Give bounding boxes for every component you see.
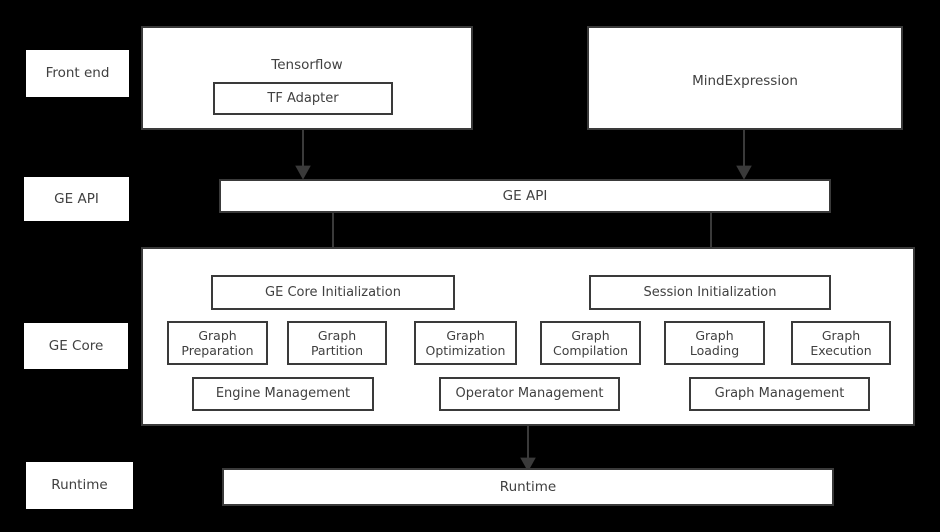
- runtime-bar[interactable]: Runtime: [222, 468, 834, 506]
- tensorflow-title: Tensorflow: [271, 57, 343, 73]
- graph-management-box[interactable]: Graph Management: [689, 377, 870, 411]
- graph-compilation-box[interactable]: Graph Compilation: [540, 321, 641, 365]
- ge-core-initialization-box[interactable]: GE Core Initialization: [211, 275, 455, 310]
- graph-preparation-box[interactable]: Graph Preparation: [167, 321, 268, 365]
- session-initialization-box[interactable]: Session Initialization: [589, 275, 831, 310]
- tensorflow-container: Tensorflow TF Adapter: [141, 26, 473, 130]
- graph-execution-box[interactable]: Graph Execution: [791, 321, 891, 365]
- operator-management-box[interactable]: Operator Management: [439, 377, 620, 411]
- stage-label-ge-api: GE API: [24, 177, 129, 221]
- stage-label-runtime: Runtime: [26, 462, 133, 509]
- stage-label-ge-core: GE Core: [24, 323, 128, 369]
- graph-partition-box[interactable]: Graph Partition: [287, 321, 387, 365]
- stage-label-front-end: Front end: [26, 50, 129, 97]
- graph-loading-box[interactable]: Graph Loading: [664, 321, 765, 365]
- ge-core-container: GE Core Initialization Session Initializ…: [141, 247, 915, 426]
- ge-api-bar[interactable]: GE API: [219, 179, 831, 213]
- mindexpression-title: MindExpression: [692, 73, 798, 89]
- engine-management-box[interactable]: Engine Management: [192, 377, 374, 411]
- tf-adapter-box[interactable]: TF Adapter: [213, 82, 393, 115]
- mindexpression-container: MindExpression: [587, 26, 903, 130]
- graph-optimization-box[interactable]: Graph Optimization: [414, 321, 517, 365]
